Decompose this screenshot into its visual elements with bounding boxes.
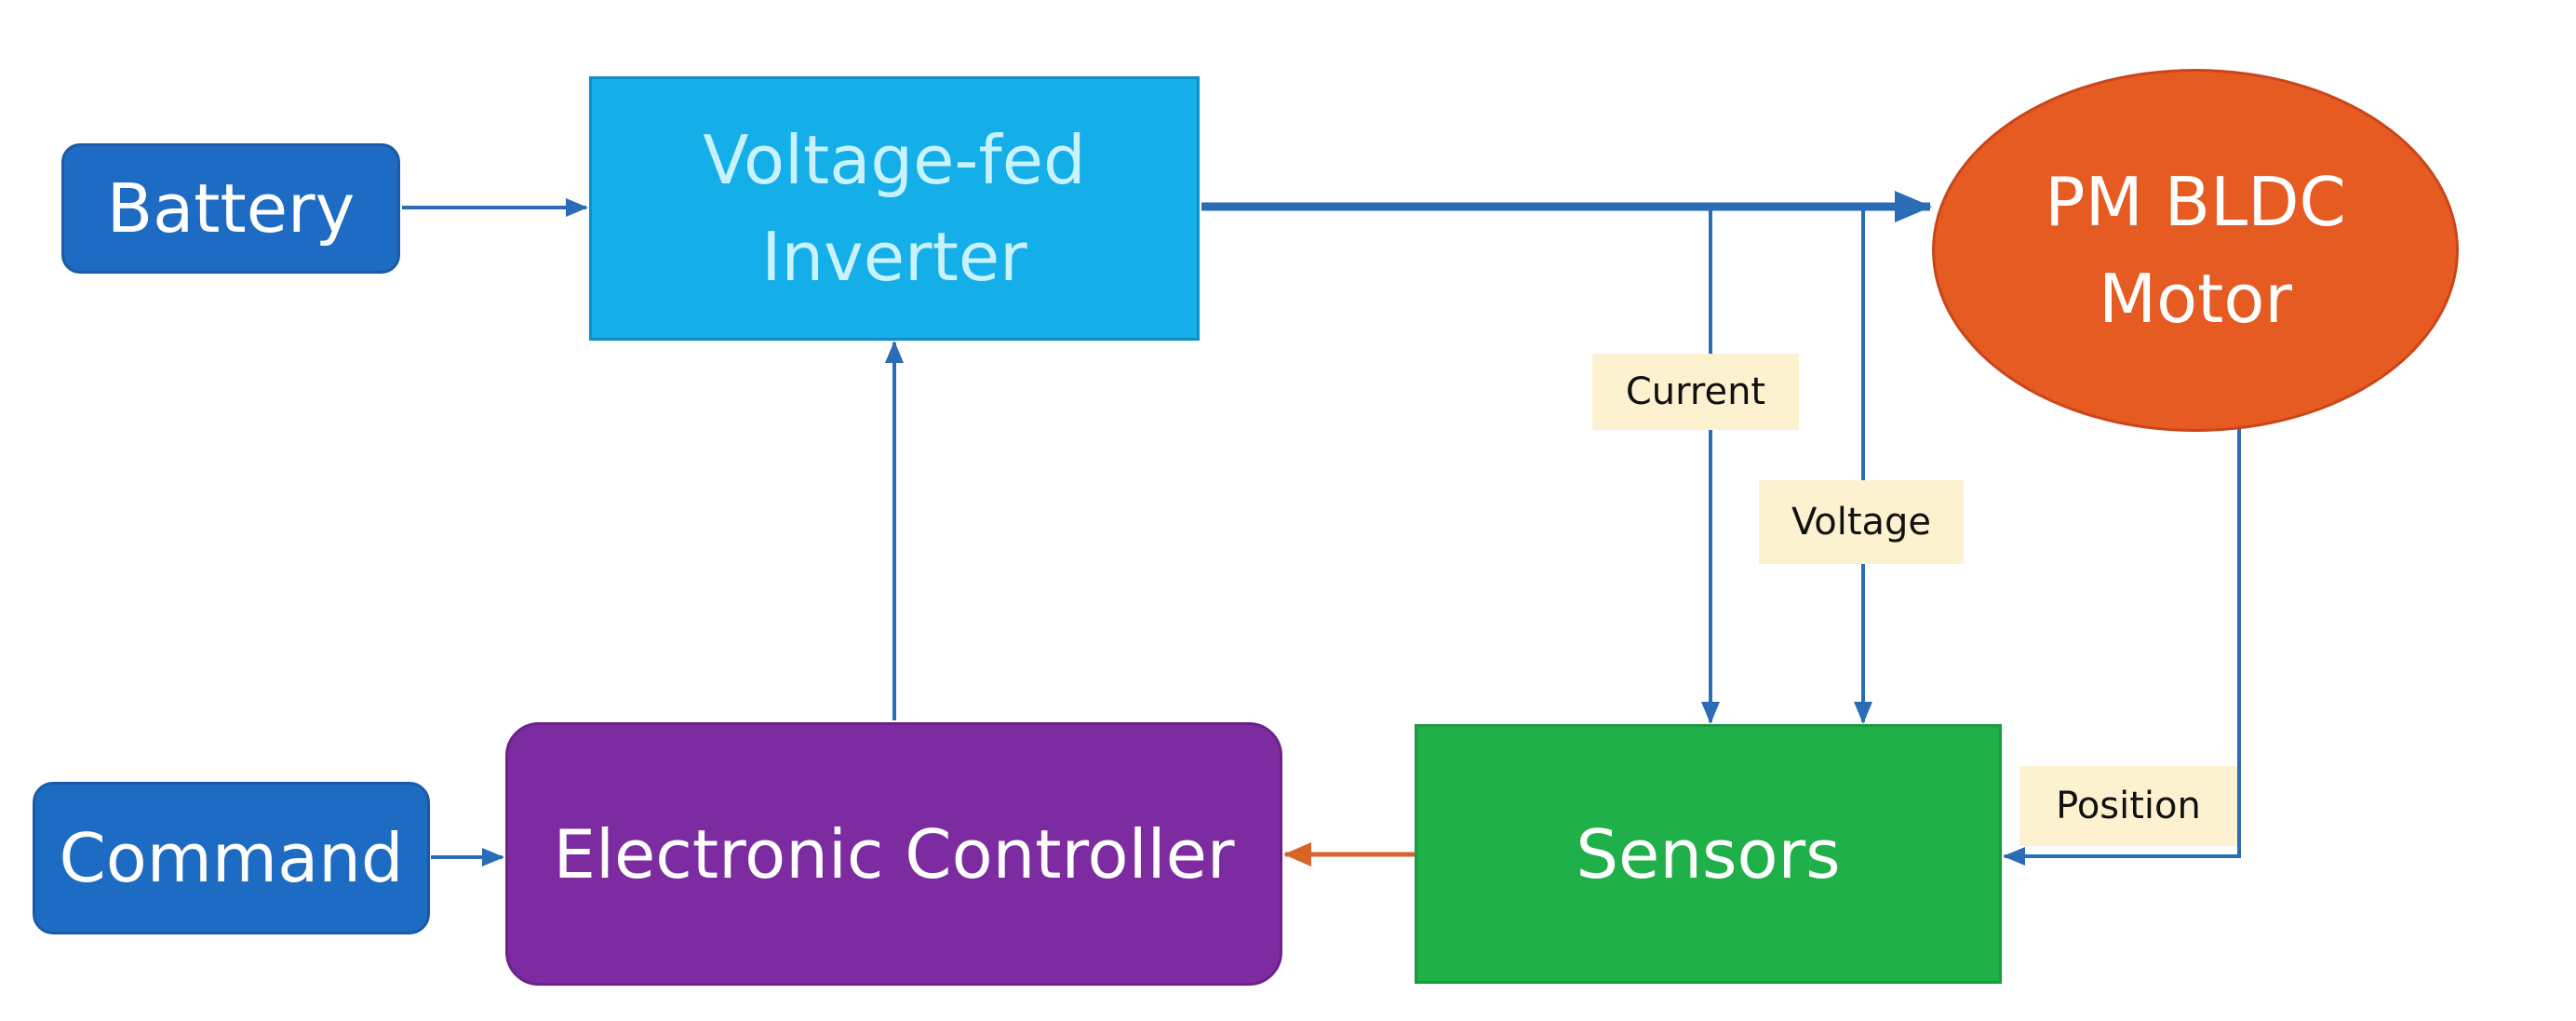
inverter-label-line2: Inverter [761,218,1027,296]
current-signal-label: Current [1592,354,1799,430]
position-signal-label: Position [2019,766,2237,846]
motor-block: PM BLDC Motor [1932,69,2459,432]
command-label: Command [59,819,404,897]
position-feedback-arrow [2003,400,2241,866]
inverter-block: Voltage-fed Inverter [589,76,1200,341]
command-block: Command [33,782,430,934]
voltage-signal-label: Voltage [1759,480,1964,564]
battery-label: Battery [106,169,356,248]
battery-block: Battery [61,143,400,274]
sensors-block: Sensors [1415,724,2002,984]
inverter-label-line1: Voltage-fed [703,120,1086,199]
sensors-label: Sensors [1576,814,1841,893]
controller-block: Electronic Controller [505,722,1282,986]
motor-label-line1: PM BLDC [2045,162,2346,241]
controller-label: Electronic Controller [553,814,1235,893]
motor-label-line2: Motor [2098,260,2293,338]
